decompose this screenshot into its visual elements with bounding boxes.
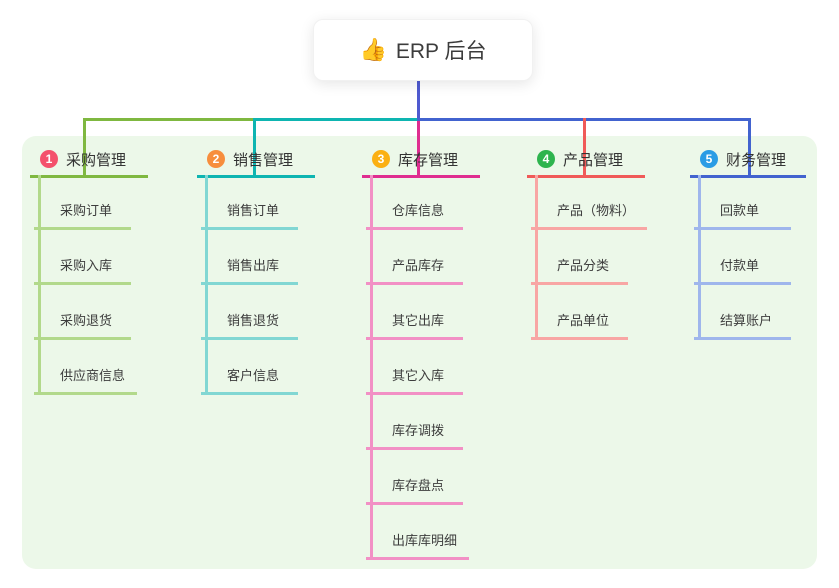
child-node[interactable]: 仓库信息 bbox=[366, 202, 463, 230]
branch-drop-line bbox=[253, 118, 256, 175]
branch-label: 销售管理 bbox=[233, 151, 294, 169]
child-node[interactable]: 供应商信息 bbox=[34, 367, 138, 395]
spine-segment bbox=[253, 118, 420, 121]
branch-underline bbox=[527, 175, 645, 178]
branch-children-line bbox=[698, 175, 701, 340]
child-node[interactable]: 库存调拨 bbox=[366, 422, 463, 450]
child-node[interactable]: 产品库存 bbox=[366, 257, 463, 285]
branch-label: 采购管理 bbox=[66, 151, 127, 169]
child-node[interactable]: 回款单 bbox=[694, 202, 791, 230]
branch-header[interactable]: 3 库存管理 bbox=[372, 149, 458, 169]
branch-number-badge: 5 bbox=[700, 150, 718, 168]
branch-underline bbox=[30, 175, 148, 178]
root-title: ERP 后台 bbox=[395, 40, 487, 63]
child-node[interactable]: 产品分类 bbox=[531, 257, 628, 285]
branch-header[interactable]: 2 销售管理 bbox=[207, 149, 293, 169]
child-node[interactable]: 采购订单 bbox=[34, 202, 131, 230]
branch-drop-line bbox=[83, 118, 86, 175]
child-node[interactable]: 客户信息 bbox=[201, 367, 298, 395]
branch-underline bbox=[690, 175, 806, 178]
child-node[interactable]: 产品单位 bbox=[531, 312, 628, 340]
child-node[interactable]: 其它入库 bbox=[366, 367, 463, 395]
branch-label: 库存管理 bbox=[398, 151, 459, 169]
child-node[interactable]: 结算账户 bbox=[694, 312, 791, 340]
branch-label: 产品管理 bbox=[563, 151, 624, 169]
root-connector-line bbox=[417, 81, 420, 118]
branch-label: 财务管理 bbox=[726, 151, 787, 169]
branch-header[interactable]: 5 财务管理 bbox=[700, 149, 786, 169]
branch-underline bbox=[197, 175, 315, 178]
branch-number-badge: 1 bbox=[40, 150, 58, 168]
child-node[interactable]: 出库库明细 bbox=[366, 532, 470, 560]
child-node[interactable]: 付款单 bbox=[694, 257, 791, 285]
branch-drop-line bbox=[417, 121, 420, 175]
thumbs-up-icon: 👍 bbox=[359, 37, 387, 62]
branch-children-line bbox=[205, 175, 208, 395]
child-node[interactable]: 销售退货 bbox=[201, 312, 298, 340]
branch-header[interactable]: 4 产品管理 bbox=[537, 149, 623, 169]
child-node[interactable]: 产品（物料） bbox=[531, 202, 648, 230]
child-node[interactable]: 采购退货 bbox=[34, 312, 131, 340]
spine-segment bbox=[83, 118, 256, 121]
child-node[interactable]: 库存盘点 bbox=[366, 477, 463, 505]
branch-underline bbox=[362, 175, 480, 178]
child-node[interactable]: 采购入库 bbox=[34, 257, 131, 285]
branch-number-badge: 3 bbox=[372, 150, 390, 168]
child-node[interactable]: 销售订单 bbox=[201, 202, 298, 230]
branch-drop-line bbox=[583, 118, 586, 175]
branch-drop-line bbox=[748, 118, 751, 175]
branch-children-line bbox=[370, 175, 373, 560]
branch-number-badge: 4 bbox=[537, 150, 555, 168]
branch-header[interactable]: 1 采购管理 bbox=[40, 149, 126, 169]
branches-panel bbox=[22, 136, 817, 569]
branch-children-line bbox=[535, 175, 538, 340]
branch-number-badge: 2 bbox=[207, 150, 225, 168]
child-node[interactable]: 其它出库 bbox=[366, 312, 463, 340]
root-node[interactable]: 👍 ERP 后台 bbox=[313, 19, 533, 81]
branch-children-line bbox=[38, 175, 41, 395]
child-node[interactable]: 销售出库 bbox=[201, 257, 298, 285]
